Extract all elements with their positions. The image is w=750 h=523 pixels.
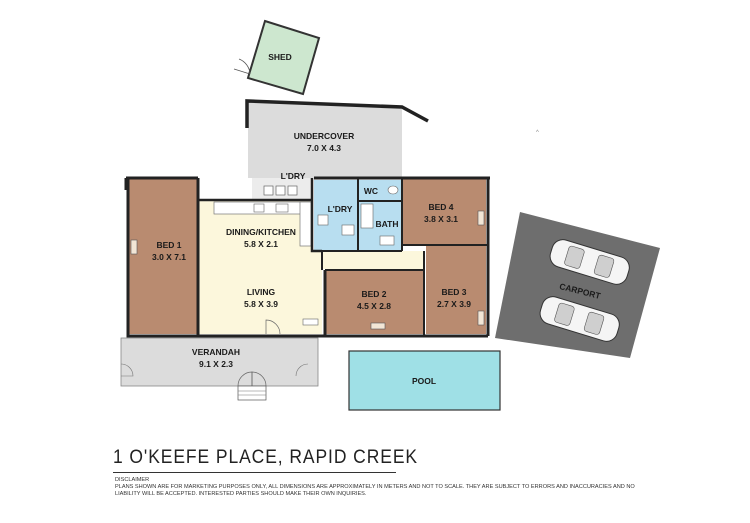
laundry-label: L'DRY <box>328 204 353 214</box>
undercover-dims: 7.0 X 4.3 <box>307 143 341 153</box>
air-conditioner-icon <box>477 310 485 326</box>
marker-tick: ^ <box>536 130 539 136</box>
bed1-label: BED 1 <box>156 240 181 250</box>
shed-door-icon <box>233 58 251 75</box>
washer-icon <box>317 214 329 226</box>
bedroom-2: BED 2 4.5 X 2.8 <box>325 270 424 334</box>
bedroom-4: BED 4 3.8 X 3.1 <box>402 178 486 245</box>
outdoor-laundry-label: L'DRY <box>281 171 306 181</box>
bed3-label: BED 3 <box>441 287 466 297</box>
stove-icon <box>253 203 265 213</box>
air-conditioner-icon <box>130 239 138 255</box>
bedroom-1: BED 1 3.0 X 7.1 <box>128 179 198 334</box>
bed3-dims: 2.7 X 3.9 <box>437 299 471 309</box>
tub-icon <box>341 224 355 236</box>
pool-label: POOL <box>412 376 436 386</box>
car-icon <box>539 296 620 342</box>
entry-steps <box>237 385 267 401</box>
living-dining-area: DINING/KITCHEN 5.8 X 2.1 LIVING 5.8 X 3.… <box>198 200 424 335</box>
car-icon <box>549 239 630 285</box>
bed2-dims: 4.5 X 2.8 <box>357 301 391 311</box>
verandah-label: VERANDAH <box>192 347 240 357</box>
appliance-icon <box>275 185 286 196</box>
wc-label: WC <box>364 186 378 196</box>
air-conditioner-icon <box>302 318 319 326</box>
bed4-dims: 3.8 X 3.1 <box>424 214 458 224</box>
toilet-icon <box>387 185 399 195</box>
laundry: L'DRY <box>314 180 358 251</box>
bath-label: BATH <box>376 219 399 229</box>
shed: SHED <box>233 19 321 96</box>
dining-kitchen-dims: 5.8 X 2.1 <box>244 239 278 249</box>
bathroom: BATH <box>358 201 402 251</box>
house-walls <box>124 176 490 338</box>
disclaimer-heading: DISCLAIMER <box>115 477 150 483</box>
bed1-dims: 3.0 X 7.1 <box>152 252 186 262</box>
verandah: VERANDAH 9.1 X 2.3 <box>120 337 319 401</box>
bedroom-3: BED 3 2.7 X 3.9 <box>426 245 486 334</box>
air-conditioner-icon <box>370 322 386 330</box>
living-label: LIVING <box>247 287 276 297</box>
undercover-label: UNDERCOVER <box>294 131 354 141</box>
undercover-area: UNDERCOVER 7.0 X 4.3 <box>245 99 429 178</box>
shower-icon <box>360 203 374 229</box>
sink-icon <box>275 203 289 213</box>
dining-kitchen-label: DINING/KITCHEN <box>226 227 296 237</box>
appliance-icon <box>287 185 298 196</box>
title-divider <box>113 472 396 473</box>
shed-label: SHED <box>268 52 292 62</box>
air-conditioner-icon <box>477 210 485 226</box>
sink-icon <box>263 185 274 196</box>
disclaimer-text: PLANS SHOWN ARE FOR MARKETING PURPOSES O… <box>115 484 635 497</box>
vanity-icon <box>379 235 395 246</box>
verandah-dims: 9.1 X 2.3 <box>199 359 233 369</box>
living-dims: 5.8 X 3.9 <box>244 299 278 309</box>
bed2-label: BED 2 <box>361 289 386 299</box>
door-swing-icon <box>265 319 281 335</box>
outdoor-laundry: L'DRY <box>252 171 312 200</box>
property-title: 1 O'KEEFE PLACE, RAPID CREEK <box>113 447 418 468</box>
bed4-label: BED 4 <box>428 202 453 212</box>
disclaimer: DISCLAIMER PLANS SHOWN ARE FOR MARKETING… <box>115 477 655 498</box>
carport: CARPORT <box>495 212 660 358</box>
kitchen-side-counter <box>299 201 312 247</box>
wc: WC <box>358 180 402 201</box>
pool: POOL <box>348 350 501 411</box>
